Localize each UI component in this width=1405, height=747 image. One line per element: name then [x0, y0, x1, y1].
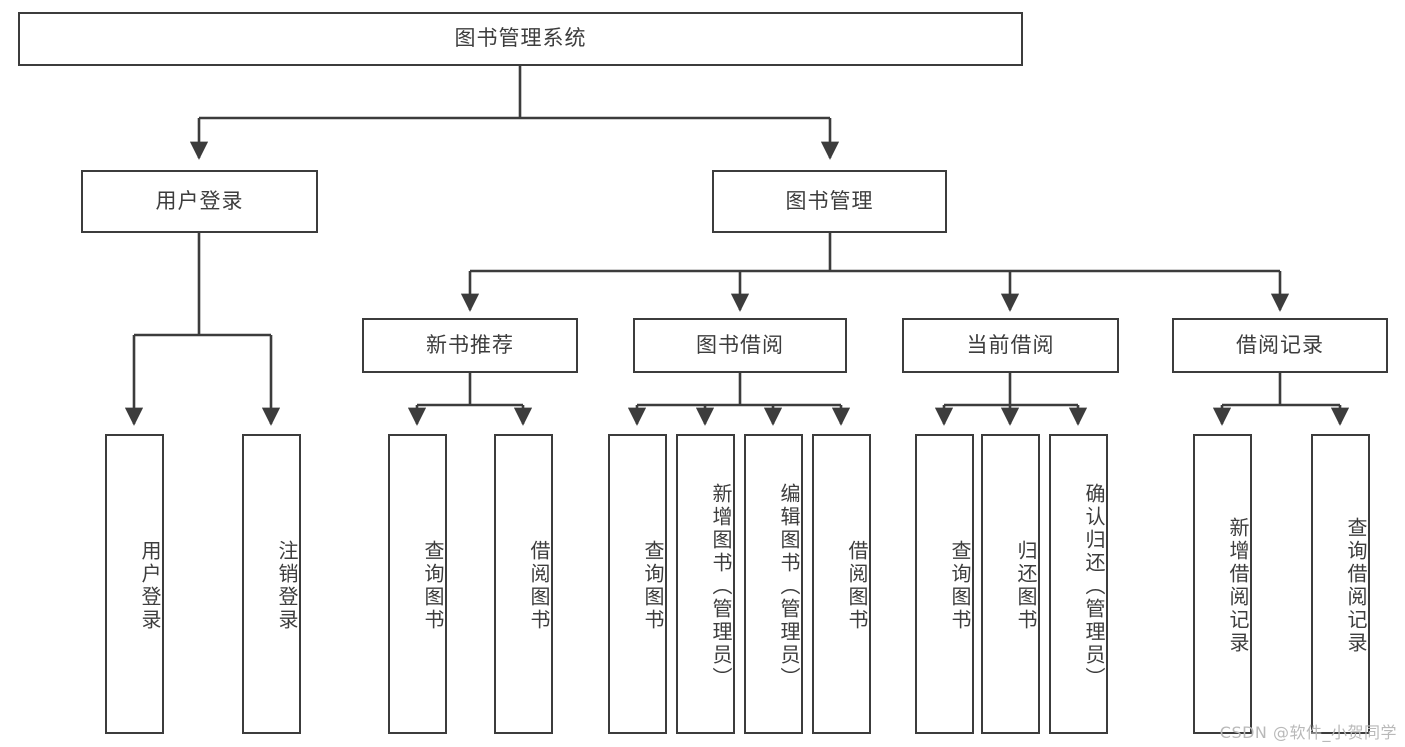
leaf-recommend-query-book[interactable]: 查询图书 [388, 434, 447, 734]
leaf-borrow-query-book[interactable]: 查询图书 [608, 434, 667, 734]
node-borrow-record-label: 借阅记录 [1236, 332, 1324, 357]
leaf-borrow-borrow-book[interactable]: 借阅图书 [812, 434, 871, 734]
leaf-current-confirm-return-admin-label: 确认归还（管理员） [1082, 482, 1106, 690]
node-book-management-label: 图书管理 [785, 188, 874, 213]
leaf-user-login[interactable]: 用户登录 [105, 434, 164, 734]
node-user-login[interactable]: 用户登录 [81, 170, 318, 233]
leaf-user-login-label: 用户登录 [138, 540, 162, 632]
leaf-borrow-add-book-admin[interactable]: 新增图书（管理员） [676, 434, 735, 734]
node-book-borrow[interactable]: 图书借阅 [633, 318, 847, 373]
leaf-borrow-edit-book-admin[interactable]: 编辑图书（管理员） [744, 434, 803, 734]
node-new-book-recommend[interactable]: 新书推荐 [362, 318, 578, 373]
leaf-current-return-book-label: 归还图书 [1014, 540, 1038, 632]
leaf-borrow-borrow-book-label: 借阅图书 [845, 540, 869, 632]
leaf-borrow-edit-book-admin-label: 编辑图书（管理员） [777, 482, 801, 690]
leaf-current-return-book[interactable]: 归还图书 [981, 434, 1040, 734]
leaf-record-add-borrow-record-label: 新增借阅记录 [1226, 517, 1250, 655]
leaf-record-query-borrow-record[interactable]: 查询借阅记录 [1311, 434, 1370, 734]
leaf-user-logout-label: 注销登录 [275, 540, 299, 632]
leaf-current-query-book-label: 查询图书 [948, 540, 972, 632]
node-borrow-record[interactable]: 借阅记录 [1172, 318, 1388, 373]
node-book-management[interactable]: 图书管理 [712, 170, 947, 233]
leaf-user-logout[interactable]: 注销登录 [242, 434, 301, 734]
node-root-label: 图书管理系统 [454, 26, 587, 51]
node-user-login-label: 用户登录 [155, 188, 244, 213]
leaf-record-query-borrow-record-label: 查询借阅记录 [1344, 517, 1368, 655]
node-current-borrow-label: 当前借阅 [966, 332, 1055, 357]
node-current-borrow[interactable]: 当前借阅 [902, 318, 1119, 373]
node-new-book-recommend-label: 新书推荐 [426, 332, 514, 357]
node-root-book-management-system[interactable]: 图书管理系统 [18, 12, 1023, 66]
leaf-current-query-book[interactable]: 查询图书 [915, 434, 974, 734]
leaf-recommend-borrow-book-label: 借阅图书 [527, 540, 551, 632]
leaf-recommend-borrow-book[interactable]: 借阅图书 [494, 434, 553, 734]
csdn-watermark: CSDN @软件_小贺同学 [1219, 723, 1397, 742]
leaf-recommend-query-book-label: 查询图书 [421, 540, 445, 632]
leaf-borrow-query-book-label: 查询图书 [641, 540, 665, 632]
leaf-current-confirm-return-admin[interactable]: 确认归还（管理员） [1049, 434, 1108, 734]
leaf-borrow-add-book-admin-label: 新增图书（管理员） [709, 482, 733, 690]
leaf-record-add-borrow-record[interactable]: 新增借阅记录 [1193, 434, 1252, 734]
node-book-borrow-label: 图书借阅 [696, 332, 784, 357]
